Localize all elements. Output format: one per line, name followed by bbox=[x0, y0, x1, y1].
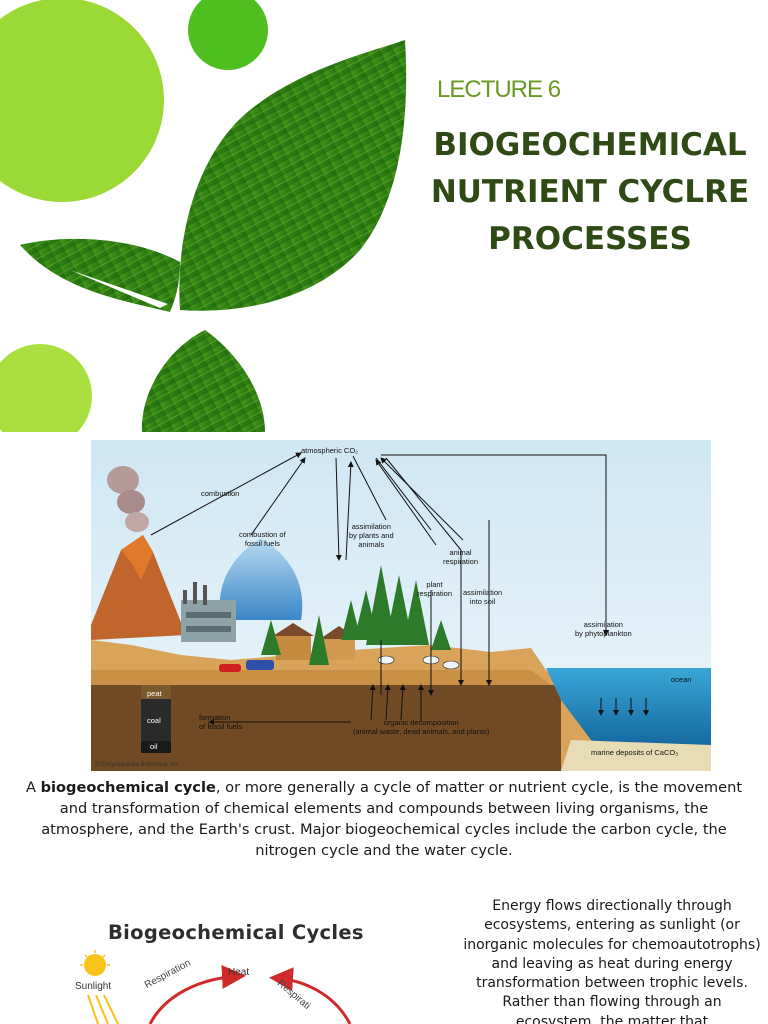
lecture-number: LECTURE 6 bbox=[437, 76, 561, 103]
intro-paragraph: A biogeochemical cycle, or more generall… bbox=[14, 777, 754, 861]
leaf-big bbox=[179, 40, 407, 311]
title-line-3: PROCESSES bbox=[488, 221, 692, 257]
para-prefix: A bbox=[25, 779, 41, 796]
circle-large bbox=[0, 0, 164, 202]
label-coal: coal bbox=[147, 716, 161, 725]
label-atmospheric-co2: atmospheric CO₂ bbox=[301, 446, 359, 455]
leaf-left bbox=[20, 238, 180, 312]
label-combustion-fossil-fuels: combustion of fossil fuels bbox=[239, 530, 286, 548]
heat-label: Heat bbox=[228, 967, 250, 978]
figure-title: Biogeochemical Cycles bbox=[108, 921, 364, 944]
label-ocean: ocean bbox=[671, 675, 692, 684]
circle-bottom bbox=[0, 344, 92, 432]
label-organic-decomposition: organic decomposition (animal waste, dea… bbox=[353, 718, 490, 736]
page-title: BIOGEOCHEMICAL NUTRIENT CYCLRE PROCESSES bbox=[420, 122, 760, 263]
header-banner: LECTURE 6 BIOGEOCHEMICAL NUTRIENT CYCLRE… bbox=[0, 0, 768, 432]
label-assimilation-phytoplankton: assimilation by phytoplankton bbox=[575, 620, 632, 638]
leaf-bottom bbox=[141, 330, 265, 432]
para-bold-term: biogeochemical cycle bbox=[40, 779, 216, 796]
label-marine-deposits: marine deposits of CaCO₃ bbox=[591, 748, 679, 757]
label-combustion: combustion bbox=[201, 489, 240, 498]
label-animal-respiration: animal respiration bbox=[443, 548, 479, 566]
para-rest: , or more generally a cycle of matter or… bbox=[41, 779, 743, 859]
sun-icon bbox=[80, 950, 110, 976]
label-formation-fossil-fuels: formation of fossil fuels bbox=[199, 713, 243, 731]
label-plant-respiration: plant respiration bbox=[417, 580, 453, 598]
energy-flow-text: Energy flows directionally through ecosy… bbox=[463, 898, 761, 1024]
label-peat: peat bbox=[147, 689, 162, 698]
label-assimilation-soil: assimilation into soil bbox=[463, 588, 503, 606]
carbon-cycle-diagram: atmospheric CO₂ combustion combustion of… bbox=[91, 440, 711, 771]
cycle-illustration bbox=[80, 950, 352, 1024]
sunlight-label: Sunlight bbox=[75, 981, 112, 992]
label-oil: oil bbox=[150, 742, 158, 751]
label-assimilation-plants: assimilation by plants and animals bbox=[349, 522, 394, 549]
circle-small bbox=[188, 0, 268, 70]
title-line-2: NUTRIENT CYCLRE bbox=[430, 174, 750, 210]
title-line-1: BIOGEOCHEMICAL bbox=[433, 127, 747, 163]
leaf-artwork bbox=[0, 0, 407, 432]
carbon-cycle-illustration bbox=[91, 440, 711, 771]
credit-text: © Encyclopædia Britannica, Inc. bbox=[95, 762, 181, 768]
biogeochemical-cycles-figure: Sunlight Heat Respiration Respirati bbox=[60, 950, 460, 1024]
